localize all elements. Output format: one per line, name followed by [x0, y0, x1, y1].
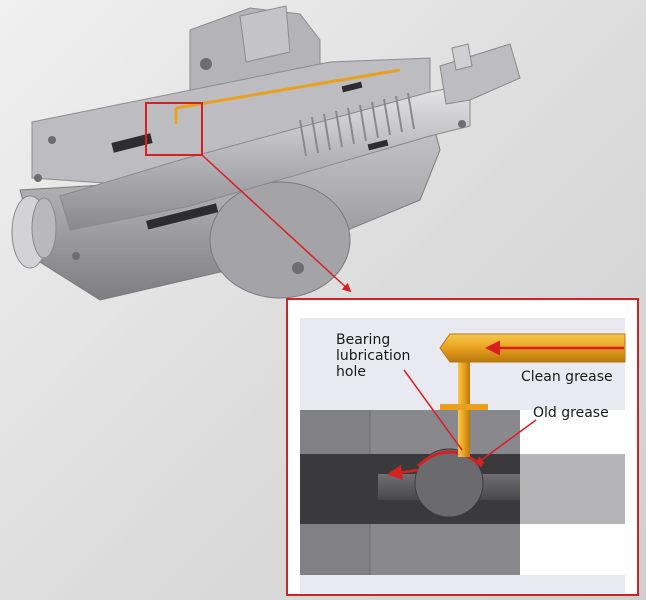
- bearing-label-line-3: hole: [336, 364, 366, 380]
- detail-inset: [286, 298, 639, 596]
- bearing-label-line-1: Bearing: [336, 332, 391, 348]
- old-grease-label: Old grease: [533, 405, 609, 421]
- spindle-assembly: [11, 5, 521, 301]
- bearing-lubrication-hole-label: Bearing lubrication hole: [336, 332, 426, 380]
- clean-grease-label: Clean grease: [521, 369, 613, 385]
- zoom-leader-arrow: [201, 154, 352, 293]
- old-grease-arrow: [387, 464, 419, 480]
- bearing-label-line-2: lubrication: [336, 348, 411, 364]
- highlight-box: [145, 102, 203, 156]
